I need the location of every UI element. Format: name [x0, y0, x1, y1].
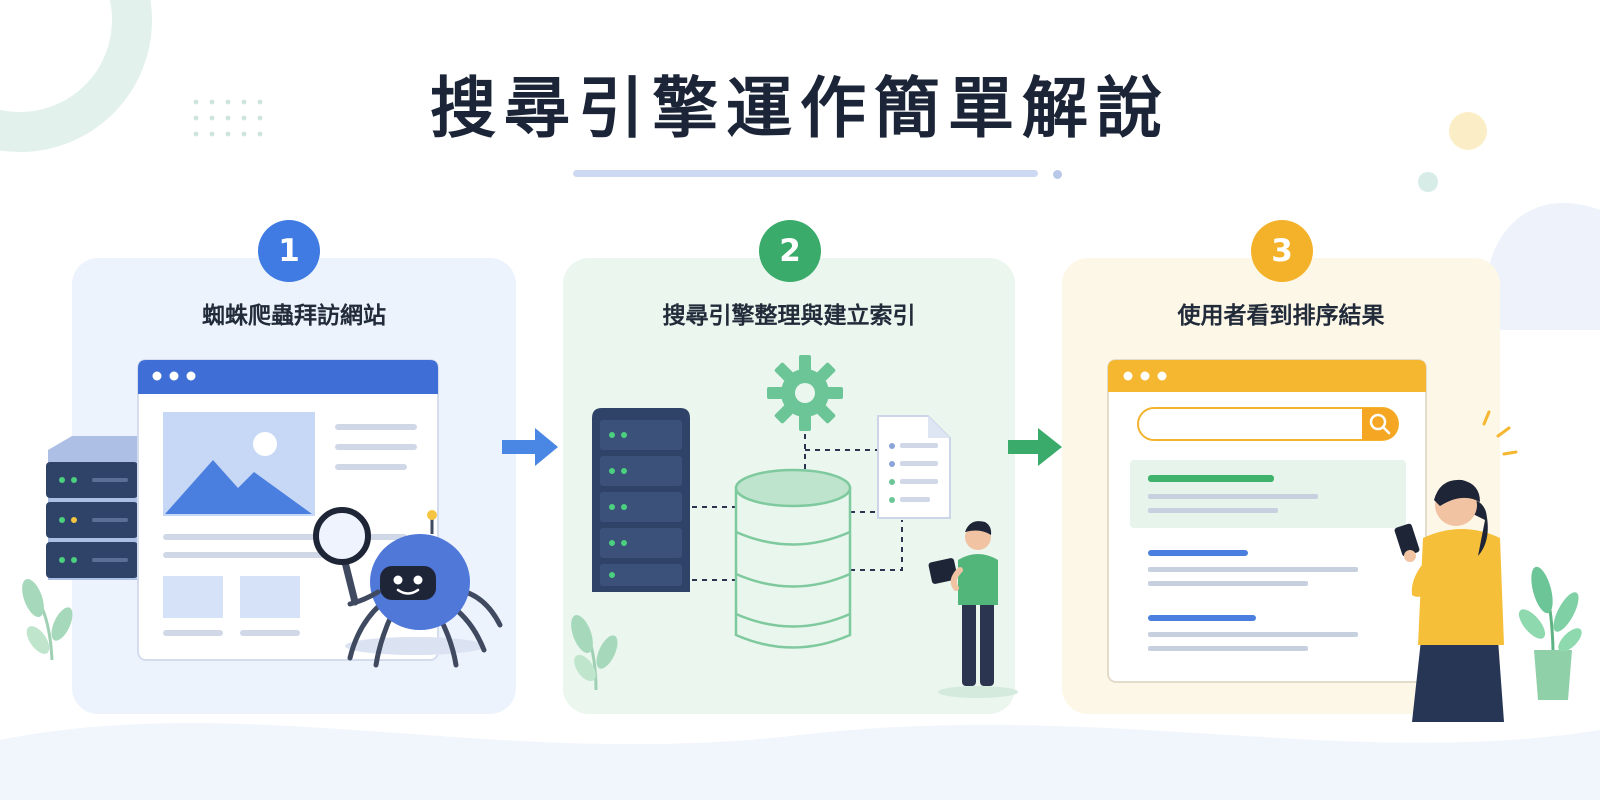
spider-robot-icon: [313, 507, 503, 668]
yellow-dot-decoration: [1449, 112, 1487, 150]
plant-icon: [22, 578, 73, 661]
plant-icon: [571, 614, 618, 691]
user-with-phone-icon: [1394, 410, 1518, 722]
corner-ring-decoration: [0, 0, 152, 152]
step-3-label: 使用者看到排序結果: [1177, 303, 1385, 329]
flow-arrow-2: [1008, 428, 1062, 466]
page-title: 搜尋引擎運作簡單解說: [430, 70, 1170, 147]
title-underline-dot: [1053, 170, 1062, 179]
step-2-label: 搜尋引擎整理與建立索引: [662, 303, 916, 329]
step-2-number-badge: 2: [759, 220, 821, 282]
database-icon: [734, 468, 852, 649]
title-underline: [573, 170, 1038, 177]
potted-plant-icon: [1518, 566, 1582, 700]
step-1-number-badge: 1: [258, 220, 320, 282]
document-icon: [877, 415, 951, 519]
results-browser-icon: [1107, 359, 1427, 683]
step-3-number-badge: 3: [1251, 220, 1313, 282]
gear-icon: [767, 355, 843, 431]
step-1-label: 蜘蛛爬蟲拜訪網站: [202, 303, 386, 329]
teal-dot-decoration: [1418, 172, 1438, 192]
analyst-person-icon: [928, 521, 1018, 698]
index-server-rack-icon: [592, 408, 690, 592]
right-blob-decoration: [1485, 202, 1600, 330]
dot-grid-decoration: [193, 99, 263, 137]
flow-arrow-1: [502, 428, 558, 466]
bottom-wave-decoration: [0, 723, 1600, 800]
server-rack-icon: [46, 436, 138, 580]
